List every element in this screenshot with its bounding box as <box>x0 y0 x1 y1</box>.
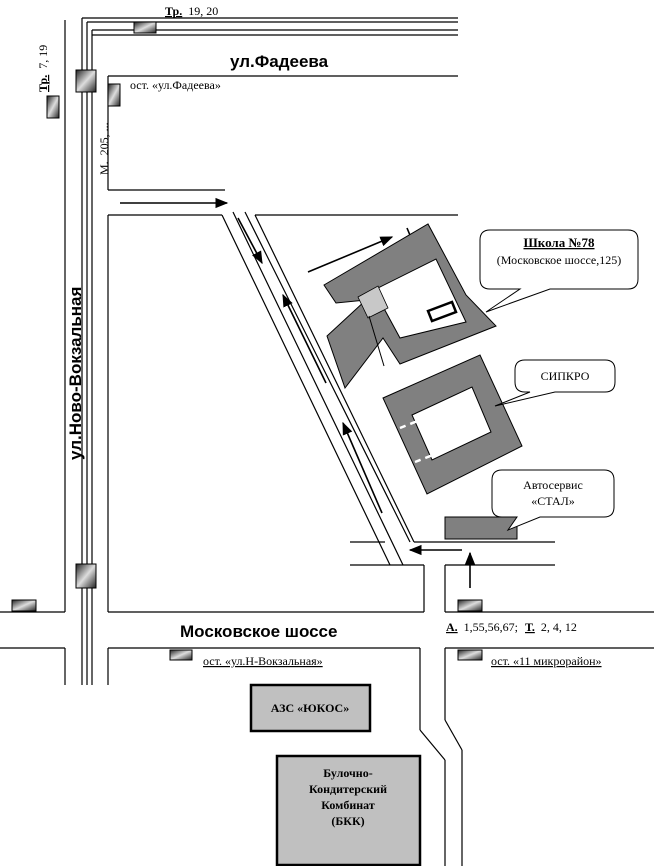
autoservice-callout: Автосервис «СТАЛ» <box>491 469 615 532</box>
autoservice-building <box>444 516 518 540</box>
stop-n-vokzalnaya-label: ост. «ул.Н-Вокзальная» <box>203 654 323 668</box>
sipkro-building <box>382 354 523 495</box>
tram-left-label: Тр. 7, 19 <box>36 45 50 92</box>
street-fadeeva: ул.Фадеева <box>230 52 329 71</box>
stop-marker-left-far <box>11 599 37 612</box>
stop-marker-bus-right <box>457 599 483 612</box>
sipkro-label: СИПКРО <box>541 369 590 383</box>
stop-11-mikrorayon-label: ост. «11 микрорайон» <box>491 654 602 668</box>
school-title: Школа №78 <box>523 235 595 250</box>
bkk-label-line4: (БКК) <box>331 814 364 828</box>
stop-fadeeva-label: ост. «ул.Фадеева» <box>130 78 221 92</box>
stop-marker-11-mikrorayon <box>457 649 483 661</box>
bkk-box: Булочно- Кондитерский Комбинат (БКК) <box>275 754 422 866</box>
school-address: (Московское шоссе,125) <box>497 253 622 267</box>
traffic-arrows <box>120 197 476 588</box>
school-callout: Школа №78 (Московское шоссе,125) <box>479 229 639 313</box>
stop-marker-tram-top <box>133 21 157 34</box>
street-novo-vokzalnaya: ул.Ново-Вокзальная <box>66 287 85 460</box>
school-entrance-icon <box>426 300 458 323</box>
bus-trolley-label: А. 1,55,56,67; Т. 2, 4, 12 <box>446 620 577 634</box>
azs-box: АЗС «ЮКОС» <box>249 683 372 733</box>
school-building <box>323 223 497 390</box>
stop-marker-fadeeva <box>107 83 121 107</box>
azs-label: АЗС «ЮКОС» <box>271 701 349 715</box>
stop-marker-crossing-top <box>75 69 97 93</box>
marshrut-label: М. 205, ... <box>97 122 111 175</box>
tram-top-label: Тр. 19, 20 <box>165 4 218 18</box>
bkk-label-line1: Булочно- <box>323 766 372 780</box>
autoservice-label-line1: Автосервис <box>523 478 583 492</box>
stop-marker-tram-left <box>46 95 60 119</box>
sipkro-callout: СИПКРО <box>494 359 616 407</box>
street-moskovskoe: Московское шоссе <box>180 622 337 641</box>
stop-marker-crossing-bottom <box>75 563 97 589</box>
bkk-label-line2: Кондитерский <box>309 782 387 796</box>
autoservice-label-line2: «СТАЛ» <box>531 494 575 508</box>
stop-marker-n-vokzalnaya <box>169 649 193 661</box>
stop-markers <box>11 21 483 661</box>
bkk-label-line3: Комбинат <box>321 798 375 812</box>
